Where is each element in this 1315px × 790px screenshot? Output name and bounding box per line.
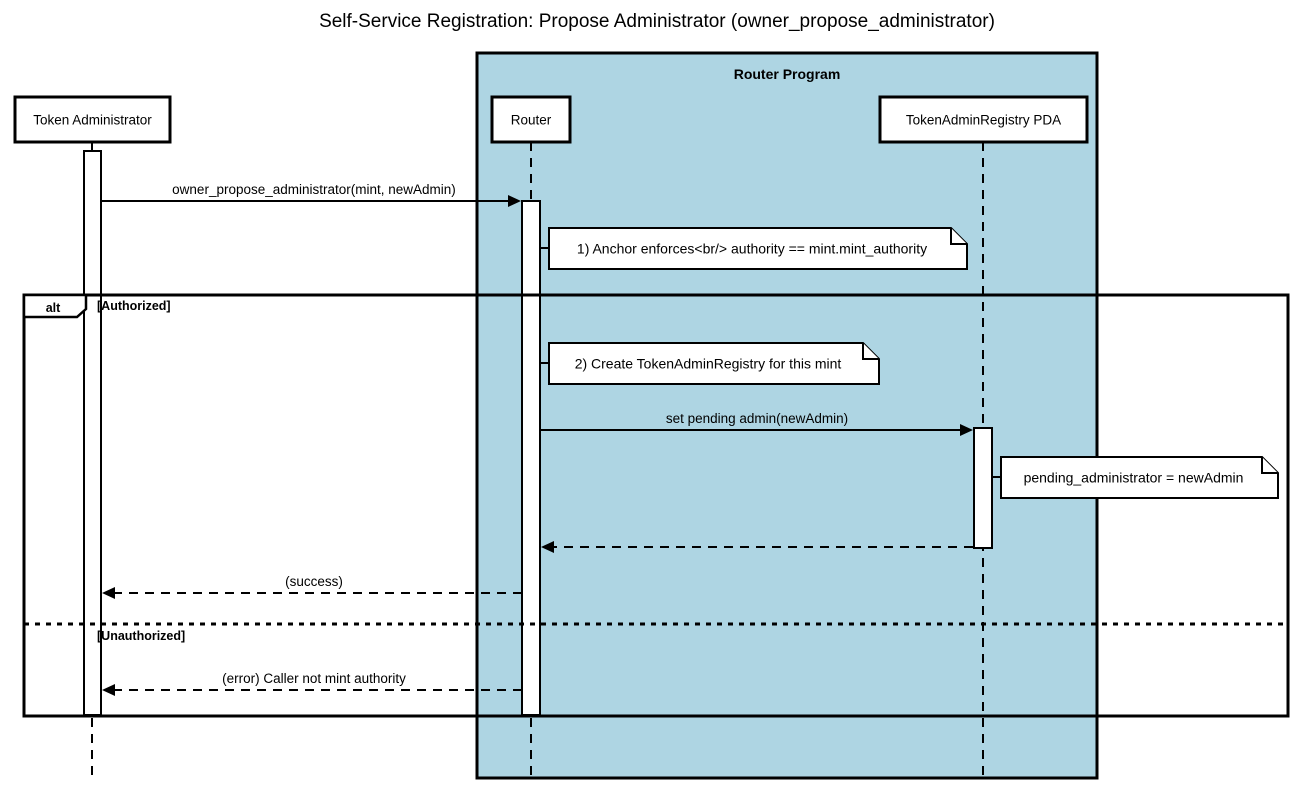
note-text-note-create-registry: 2) Create TokenAdminRegistry for this mi…	[575, 356, 842, 372]
message-label-msg-error: (error) Caller not mint authority	[222, 671, 406, 686]
message-label-msg-set-pending-admin: set pending admin(newAdmin)	[666, 411, 848, 426]
message-arrowhead-msg-pda-return	[541, 541, 554, 553]
participant-label-token-administrator: Token Administrator	[33, 113, 152, 128]
note-body-note-create-registry	[548, 342, 880, 385]
alt-fragment-guard-0: [Authorized]	[97, 299, 171, 313]
notes: 1) Anchor enforces<br/> authority == min…	[540, 227, 1279, 499]
message-arrowhead-msg-set-pending-admin	[960, 424, 973, 436]
alt-fragment-tab	[22, 293, 88, 319]
message-arrowhead-msg-success	[102, 587, 115, 599]
diagram-title: Self-Service Registration: Propose Admin…	[319, 11, 995, 32]
note-fold-note-pending-administrator	[1261, 457, 1278, 474]
message-arrowhead-msg-error	[102, 684, 115, 696]
alt-fragment-guard-1: [Unauthorized]	[97, 629, 185, 643]
activation-bar-router	[521, 200, 541, 716]
participant-box-token-administrator[interactable]	[13, 95, 172, 144]
note-text-note-anchor-enforces: 1) Anchor enforces<br/> authority == min…	[577, 241, 927, 257]
message-label-msg-owner-propose-administrator: owner_propose_administrator(mint, newAdm…	[172, 182, 456, 197]
group-router-program	[475, 51, 1099, 780]
alt-fragment: alt [Authorized] [Unauthorized]	[22, 293, 1290, 718]
note-text-note-pending-administrator: pending_administrator = newAdmin	[1024, 470, 1244, 486]
alt-fragment-border	[22, 293, 1290, 718]
participant-label-token-admin-registry-pda: TokenAdminRegistry PDA	[906, 113, 1061, 128]
note-fold-note-create-registry	[862, 343, 879, 360]
participant-boxes: Token Administrator Router TokenAdminRegis…	[13, 95, 1089, 144]
alt-fragment-kind-label: alt	[46, 301, 61, 315]
activation-bar-token-admin-registry-pda	[973, 427, 993, 549]
message-label-msg-success: (success)	[285, 574, 343, 589]
note-body-note-pending-administrator	[1000, 456, 1279, 499]
message-arrowhead-msg-owner-propose-administrator	[508, 195, 521, 207]
note-fold-note-anchor-enforces	[950, 228, 967, 245]
participant-box-token-admin-registry-pda[interactable]	[878, 95, 1089, 144]
group-router-program-label: Router Program	[734, 66, 841, 82]
participant-box-router[interactable]	[490, 95, 572, 144]
note-body-note-anchor-enforces	[548, 227, 968, 270]
participant-label-router: Router	[511, 113, 552, 128]
messages: owner_propose_administrator(mint, newAdm…	[101, 182, 973, 696]
